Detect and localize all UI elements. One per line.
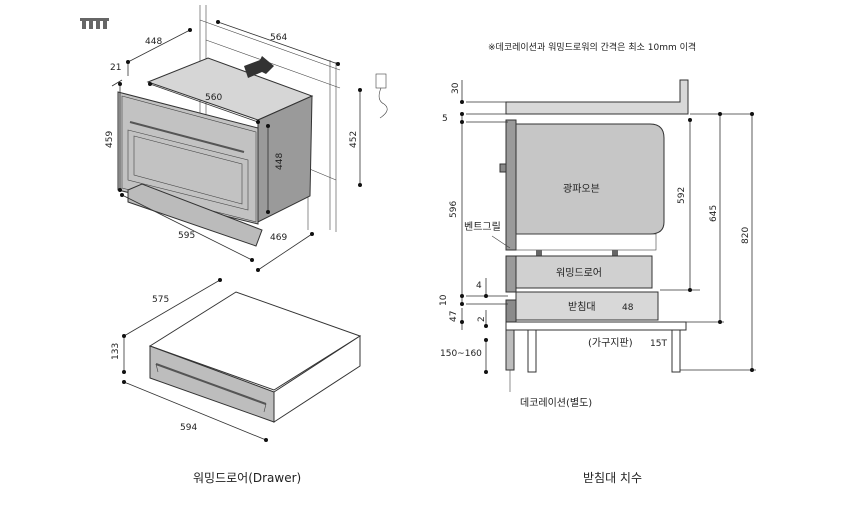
dim-48: 48 (622, 303, 634, 313)
dim-560: 560 (205, 93, 222, 103)
dim-594: 594 (180, 423, 197, 433)
label-stand: 받침대 (568, 301, 596, 313)
left-caption: 워밍드로어(Drawer) (193, 471, 301, 485)
note-text: ※데코레이션과 워밍드로워의 간격은 최소 10mm 이격 (488, 41, 696, 53)
oven-side (499, 119, 665, 256)
dim-596: 596 (449, 201, 459, 218)
dim-21: 21 (110, 63, 121, 73)
dim-820: 820 (741, 227, 751, 244)
dim-150-160: 150~160 (440, 349, 482, 359)
label-decoration: 데코레이션(별도) (520, 397, 592, 409)
dim-564: 564 (270, 33, 287, 43)
dim-595: 595 (178, 231, 195, 241)
screws-icon (80, 18, 109, 29)
dim-4: 4 (476, 281, 482, 291)
dim-10: 10 (439, 294, 449, 306)
dim-5: 5 (442, 114, 448, 124)
drawer-dimension-lines (123, 279, 267, 441)
label-warming-drawer: 워밍드로어 (556, 266, 602, 279)
dim-15t: 15T (650, 339, 667, 349)
drawer-isometric (148, 291, 362, 423)
dim-30: 30 (451, 82, 461, 94)
drawer-side (505, 255, 653, 293)
dim-575: 575 (152, 295, 169, 305)
dim-469: 469 (270, 233, 287, 243)
dim-448b: 448 (275, 153, 285, 170)
label-furniture-panel: (가구지판) (588, 337, 633, 349)
countertop (505, 79, 689, 115)
dim-47: 47 (449, 311, 459, 322)
dim-448: 448 (145, 37, 162, 47)
label-vent-grill: 벤트그릴 (464, 220, 501, 233)
dim-2: 2 (477, 316, 487, 322)
dim-133: 133 (111, 343, 121, 360)
dim-645: 645 (709, 205, 719, 222)
oven-isometric (117, 56, 388, 247)
stand-side (505, 291, 687, 373)
label-oven: 광파오븐 (563, 183, 600, 195)
dim-459: 459 (105, 131, 115, 148)
elevation-dimension-lines (461, 80, 756, 372)
right-caption: 받침대 치수 (583, 471, 642, 485)
dim-452: 452 (349, 131, 359, 148)
oven-dimension-lines (111, 21, 361, 271)
dim-592: 592 (677, 187, 687, 204)
